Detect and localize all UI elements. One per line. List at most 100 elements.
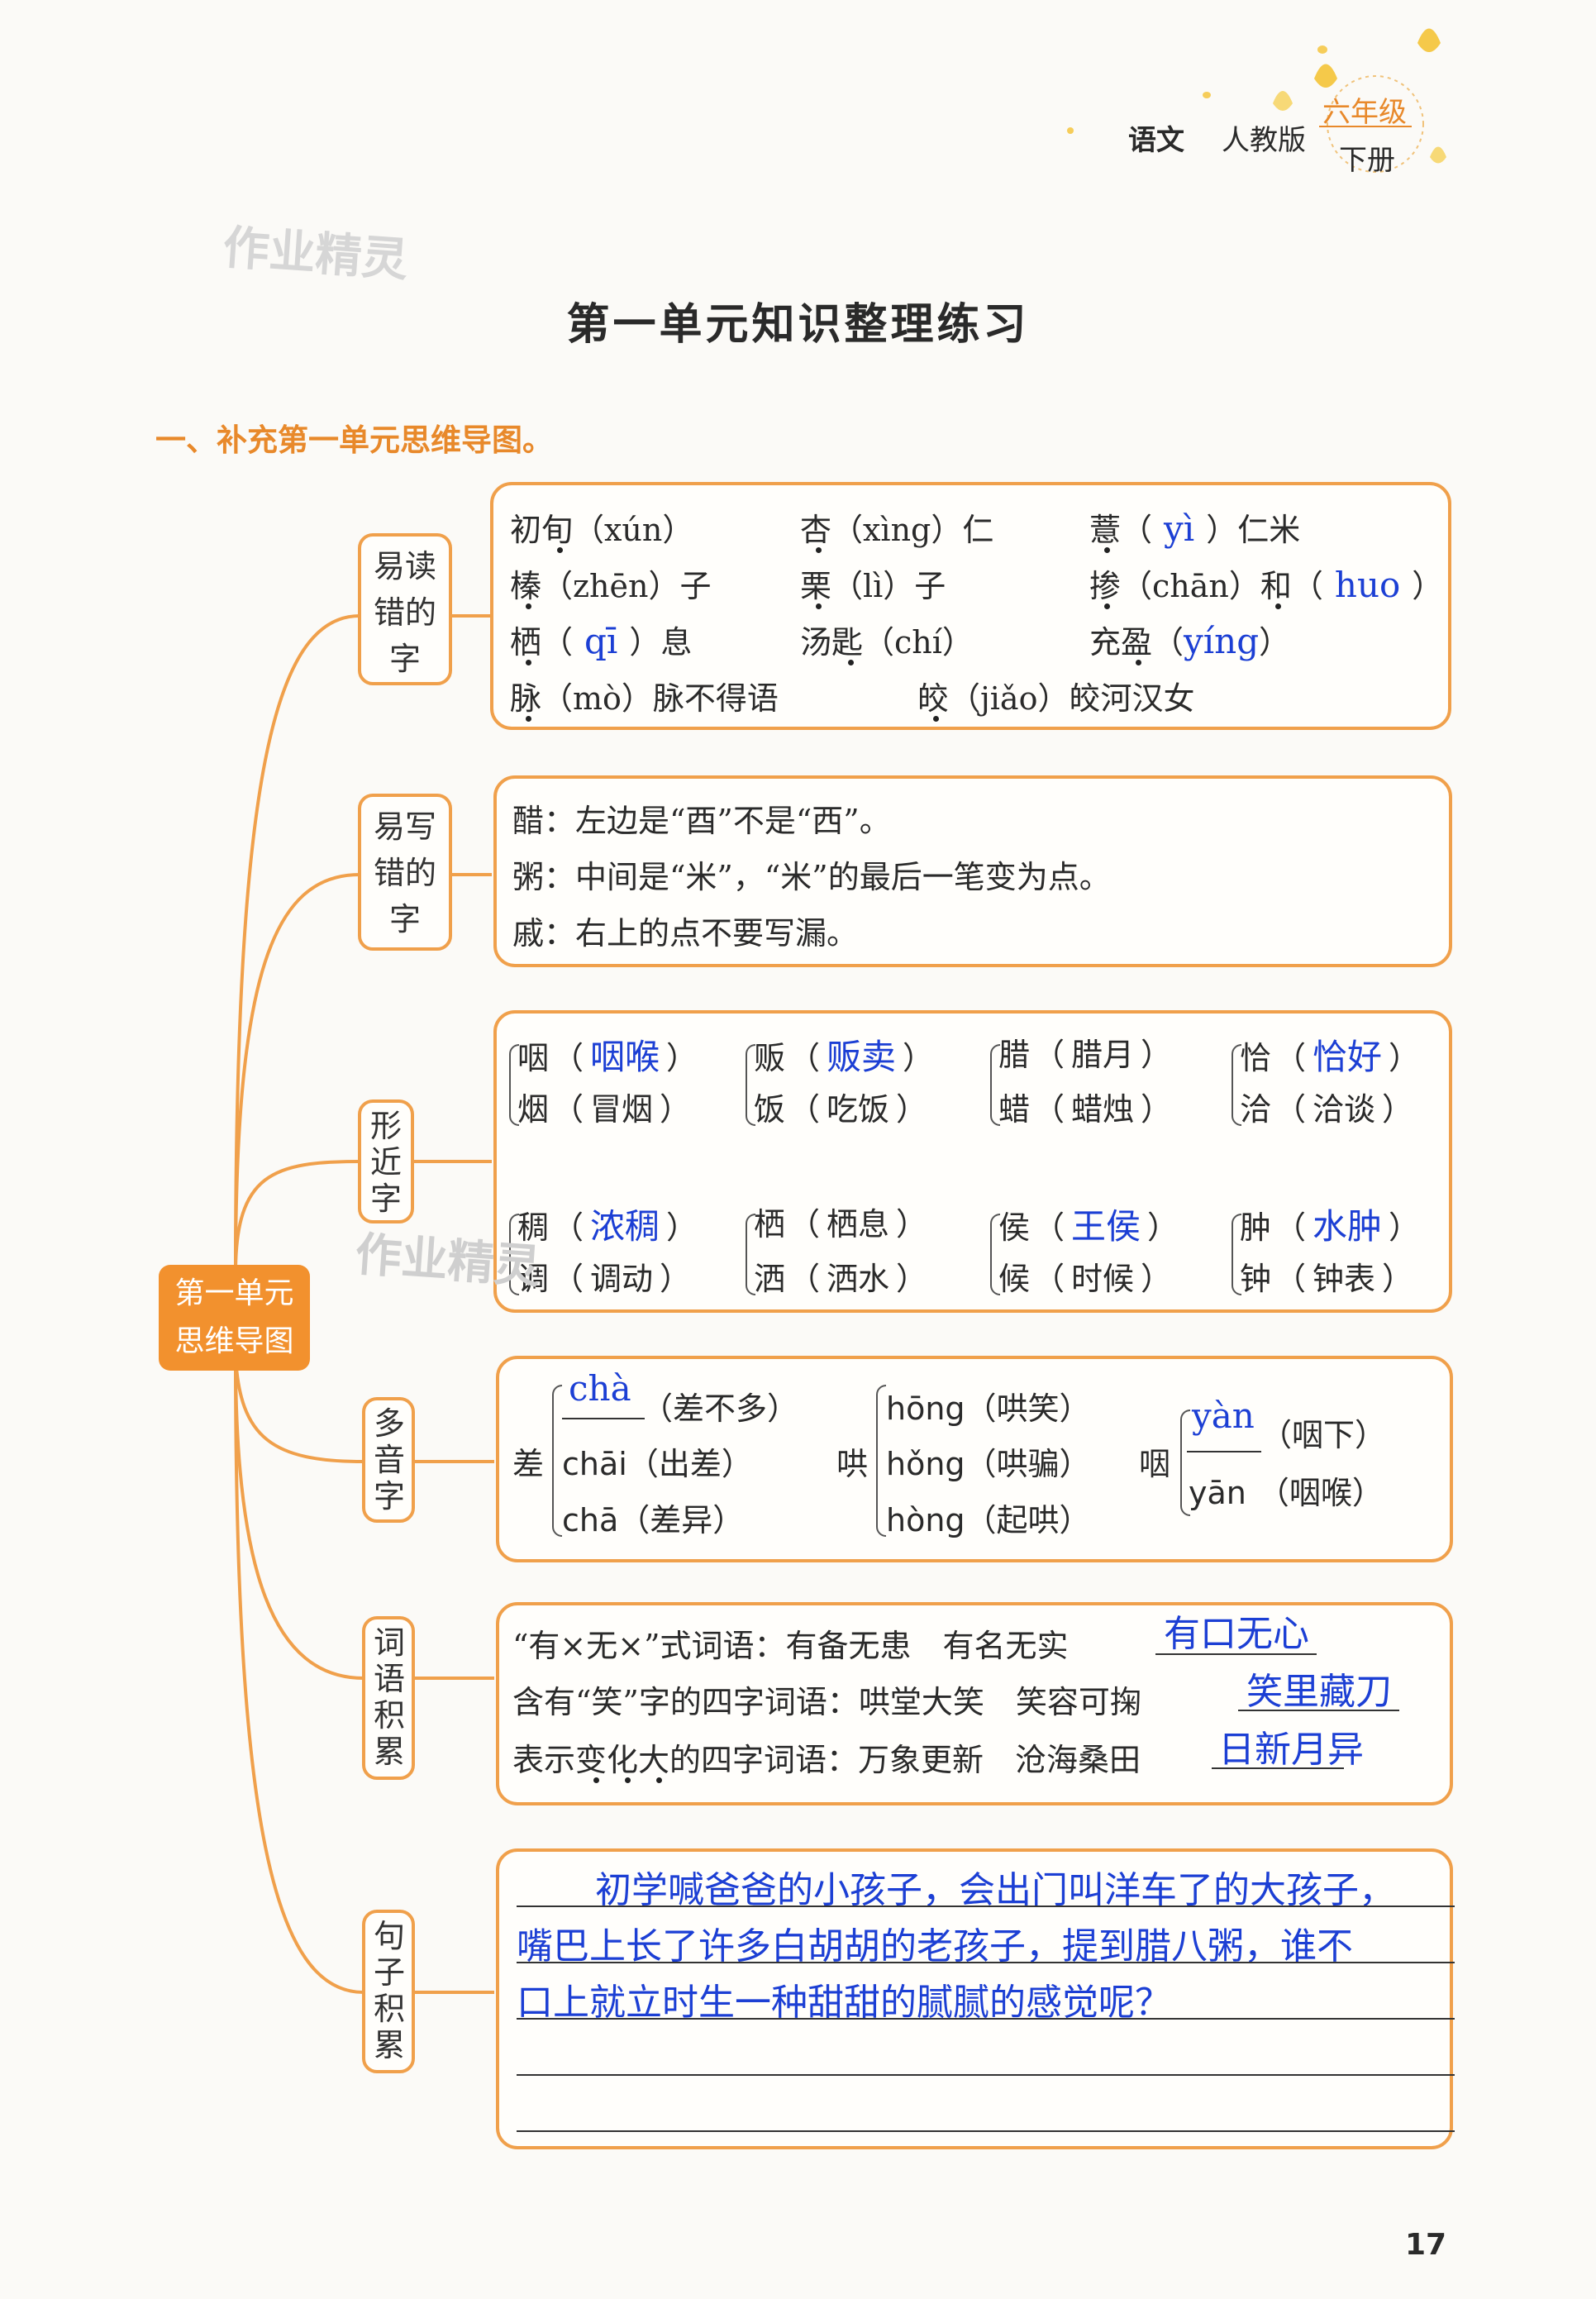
similar-char: 洒 bbox=[754, 1261, 785, 1297]
answer-underline bbox=[1238, 1710, 1399, 1711]
similar-word: 栖息 bbox=[820, 1206, 896, 1243]
similar-pair-1-2: 烟（冒烟） bbox=[517, 1084, 691, 1129]
answer-vocab3[interactable]: 日新月异 bbox=[1218, 1719, 1364, 1772]
emphasis-dot bbox=[1104, 603, 1110, 609]
answer-word[interactable]: 恰好 bbox=[1306, 1037, 1389, 1077]
similar-pair-3-2: 蜡（蜡烛） bbox=[998, 1084, 1172, 1129]
answer-cha[interactable]: chà bbox=[569, 1368, 631, 1409]
watermark: 作业精灵 bbox=[353, 1217, 542, 1296]
vocab-line2: 含有“笑”字的四字词语：哄堂大笑 笑容可掬 bbox=[512, 1677, 1141, 1722]
poly-yan-w1: （咽下） bbox=[1260, 1409, 1386, 1455]
emphasis-dot bbox=[557, 547, 563, 553]
emphasis-dot bbox=[1136, 660, 1141, 665]
emphasis-dot bbox=[816, 603, 822, 609]
misread-r1c2: 杏（xìng）仁 bbox=[800, 504, 993, 550]
emphasis-dot bbox=[593, 1777, 599, 1783]
poly-hong-p1: hōng（哄笑） bbox=[886, 1383, 1091, 1429]
misread-r1c3: 薏（yì）仁米 bbox=[1089, 504, 1300, 550]
branch-label-sentence: 句子积累 bbox=[362, 1910, 415, 2073]
misread-r2c3: 掺（chān）和（huo） bbox=[1089, 560, 1443, 606]
similar-pair-5-1: 稠（浓稠） bbox=[517, 1199, 698, 1249]
emphasis-dot bbox=[1275, 603, 1281, 609]
similar-char: 钟 bbox=[1240, 1261, 1271, 1297]
answer-yan[interactable]: yàn bbox=[1192, 1395, 1255, 1436]
similar-word: 腊月 bbox=[1065, 1037, 1141, 1073]
misread-r3c3: 充盈（yíng） bbox=[1089, 617, 1290, 662]
similar-pair-7-1: 侯（王侯） bbox=[998, 1199, 1179, 1249]
miswritten-line1: 醋：左边是“酉”不是“西”。 bbox=[512, 795, 891, 841]
similar-word: 时候 bbox=[1065, 1261, 1141, 1297]
similar-word: 洒水 bbox=[820, 1261, 896, 1297]
answer-word[interactable]: 咽喉 bbox=[584, 1037, 666, 1077]
similar-word: 吃饭 bbox=[820, 1091, 896, 1128]
similar-char: 肿 bbox=[1240, 1209, 1271, 1246]
misread-r1c1: 初旬（xún） bbox=[510, 504, 693, 550]
similar-char: 蜡 bbox=[998, 1091, 1030, 1128]
branch-label-miswritten: 易写错的字 bbox=[358, 794, 452, 951]
answer-vocab2[interactable]: 笑里藏刀 bbox=[1246, 1662, 1392, 1715]
similar-word: 钟表 bbox=[1306, 1261, 1382, 1297]
answer-underline bbox=[1187, 1451, 1261, 1452]
poly-cha-p3: chā（差异） bbox=[562, 1495, 744, 1540]
misread-r4c1: 脉（mò）脉不得语 bbox=[510, 673, 779, 718]
answer-vocab1[interactable]: 有口无心 bbox=[1164, 1604, 1309, 1657]
poly-cha-w1: （差不多） bbox=[641, 1383, 798, 1429]
vocab-line1: “有×无×”式词语：有备无患 有名无实 bbox=[512, 1620, 1069, 1666]
poly-cha-char: 差 bbox=[512, 1438, 544, 1484]
answer-yi[interactable]: yì bbox=[1152, 508, 1206, 549]
writing-line bbox=[517, 1962, 1455, 1963]
similar-pair-8-2: 钟（钟表） bbox=[1240, 1253, 1413, 1299]
center-node-line1: 第一单元 bbox=[159, 1270, 310, 1318]
emphasis-dot bbox=[656, 1777, 662, 1783]
similar-word: 洽谈 bbox=[1306, 1091, 1382, 1128]
similar-char: 栖 bbox=[754, 1206, 785, 1243]
answer-underline bbox=[562, 1418, 645, 1419]
similar-word: 冒烟 bbox=[584, 1091, 660, 1128]
similar-pair-1-1: 咽（咽喉） bbox=[517, 1029, 698, 1080]
answer-word[interactable]: 水肿 bbox=[1306, 1206, 1389, 1247]
similar-pair-3-1: 腊（腊月） bbox=[998, 1029, 1172, 1075]
similar-char: 侯 bbox=[998, 1209, 1030, 1246]
similar-pair-2-1: 贩（贩卖） bbox=[754, 1029, 934, 1080]
branch-label-misread: 易读错的字 bbox=[358, 533, 452, 685]
similar-pair-5-2: 调（调动） bbox=[517, 1253, 691, 1299]
similar-pair-8-1: 肿（水肿） bbox=[1240, 1199, 1420, 1249]
similar-word: 调动 bbox=[584, 1261, 660, 1297]
answer-huo[interactable]: huo bbox=[1323, 565, 1412, 605]
branch-label-similar: 形近字 bbox=[358, 1099, 414, 1223]
poly-yan-char: 咽 bbox=[1139, 1438, 1170, 1484]
poly-hong-char: 哄 bbox=[836, 1438, 868, 1484]
poly-hong-p3: hòng（起哄） bbox=[886, 1495, 1091, 1540]
answer-underline bbox=[1212, 1767, 1344, 1769]
answer-qi[interactable]: qī bbox=[573, 621, 629, 661]
answer-ying[interactable]: yíng bbox=[1184, 621, 1259, 661]
answer-word[interactable]: 王侯 bbox=[1065, 1206, 1147, 1247]
branch-label-vocabulary: 词语积累 bbox=[362, 1616, 415, 1780]
answer-word[interactable]: 贩卖 bbox=[820, 1037, 903, 1077]
brace bbox=[552, 1385, 562, 1537]
vocab-line3: 表示变化大的四字词语：万象更新 沧海桑田 bbox=[512, 1734, 1141, 1780]
emphasis-dot bbox=[848, 660, 854, 665]
answer-word[interactable]: 浓稠 bbox=[584, 1206, 666, 1247]
answer-underline bbox=[1155, 1653, 1317, 1655]
center-node-line2: 思维导图 bbox=[159, 1318, 310, 1366]
writing-line bbox=[517, 2130, 1455, 2132]
similar-char: 洽 bbox=[1240, 1091, 1271, 1128]
misread-r3c1: 栖（qī）息 bbox=[510, 617, 692, 662]
similar-char: 腊 bbox=[998, 1037, 1030, 1073]
similar-char: 烟 bbox=[517, 1091, 549, 1128]
misread-r2c1: 榛（zhēn）子 bbox=[510, 560, 711, 606]
similar-pair-6-1: 栖（栖息） bbox=[754, 1199, 927, 1244]
writing-line bbox=[517, 1905, 1455, 1907]
branch-label-polyphone: 多音字 bbox=[362, 1397, 415, 1523]
similar-char: 贩 bbox=[754, 1040, 785, 1076]
similar-pair-4-1: 恰（恰好） bbox=[1240, 1029, 1420, 1080]
poly-cha-p2: chāi（出差） bbox=[562, 1438, 753, 1484]
emphasis-dot bbox=[526, 716, 531, 722]
brace bbox=[876, 1385, 886, 1537]
misread-r2c2: 栗（lì）子 bbox=[800, 560, 946, 606]
emphasis-dot bbox=[625, 1777, 631, 1783]
similar-char: 候 bbox=[998, 1261, 1030, 1297]
poly-yan-p2: yān（咽喉） bbox=[1189, 1467, 1384, 1513]
similar-char: 咽 bbox=[517, 1040, 549, 1076]
